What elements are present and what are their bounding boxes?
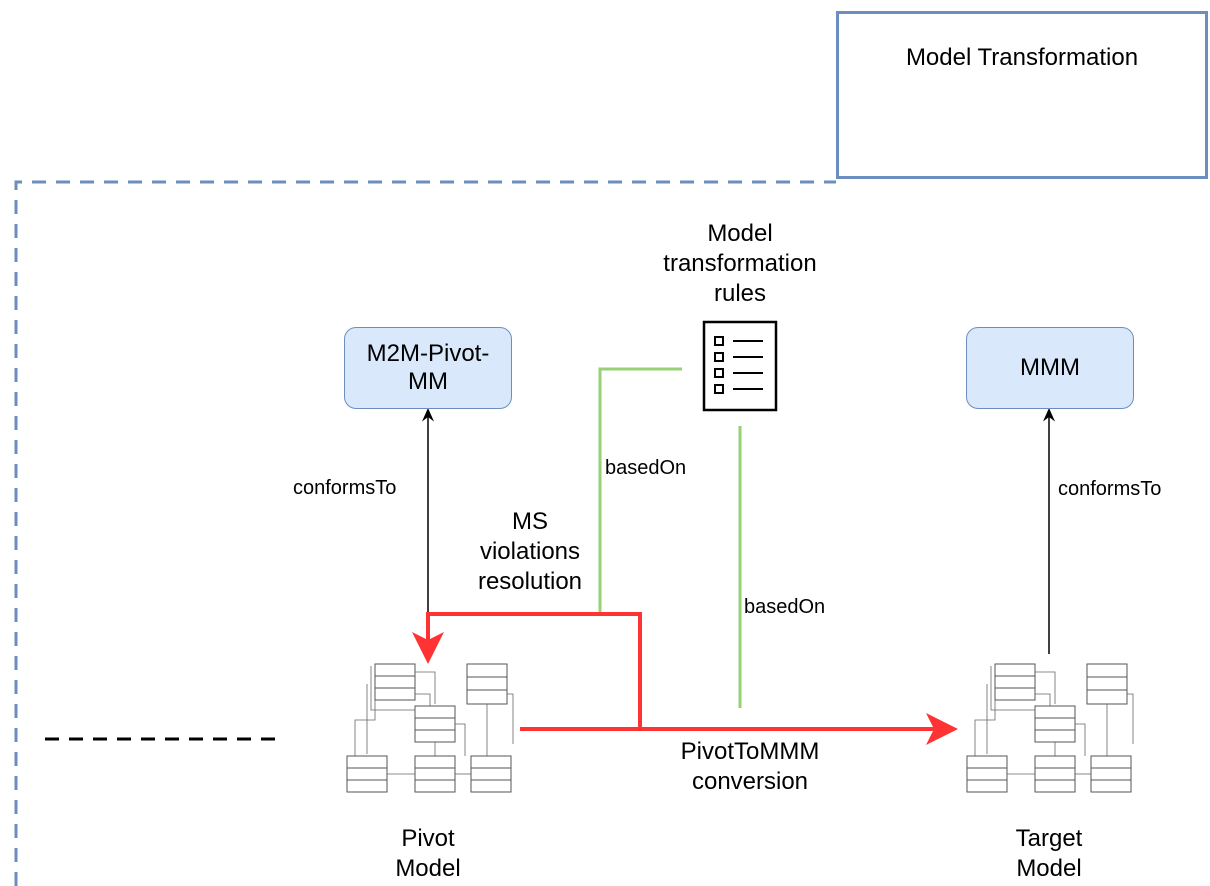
checklist-document-icon xyxy=(702,320,778,412)
target-metamodel-label: MMM xyxy=(1020,354,1080,381)
based-on-bottom-label: basedOn xyxy=(744,596,826,618)
conforms-left-label: conformsTo xyxy=(293,476,397,500)
ms-violations-label: MS violations resolution xyxy=(477,508,583,595)
pivot-metamodel-label: M2M-Pivot- MM xyxy=(366,340,490,395)
based-on-top-link xyxy=(598,367,682,612)
pivot-model-diagram-icon xyxy=(346,663,514,793)
target-metamodel-box: MMM xyxy=(966,327,1134,409)
target-model-diagram-icon xyxy=(966,663,1134,793)
model-transformation-title: Model Transformation xyxy=(905,44,1139,71)
rules-label: Model transformation rules xyxy=(663,220,817,307)
ms-violations-flow xyxy=(412,612,642,729)
based-on-top-label: basedOn xyxy=(605,457,687,479)
conversion-label: PivotToMMM conversion xyxy=(680,738,820,795)
target-model-label: Target Model xyxy=(1015,825,1083,882)
pivot-metamodel-box: M2M-Pivot- MM xyxy=(344,327,512,409)
pivot-model-label: Pivot Model xyxy=(395,825,461,882)
conforms-right-label: conformsTo xyxy=(1058,477,1162,501)
model-transformation-box: Model Transformation xyxy=(836,11,1208,179)
dashed-frame xyxy=(14,180,836,886)
